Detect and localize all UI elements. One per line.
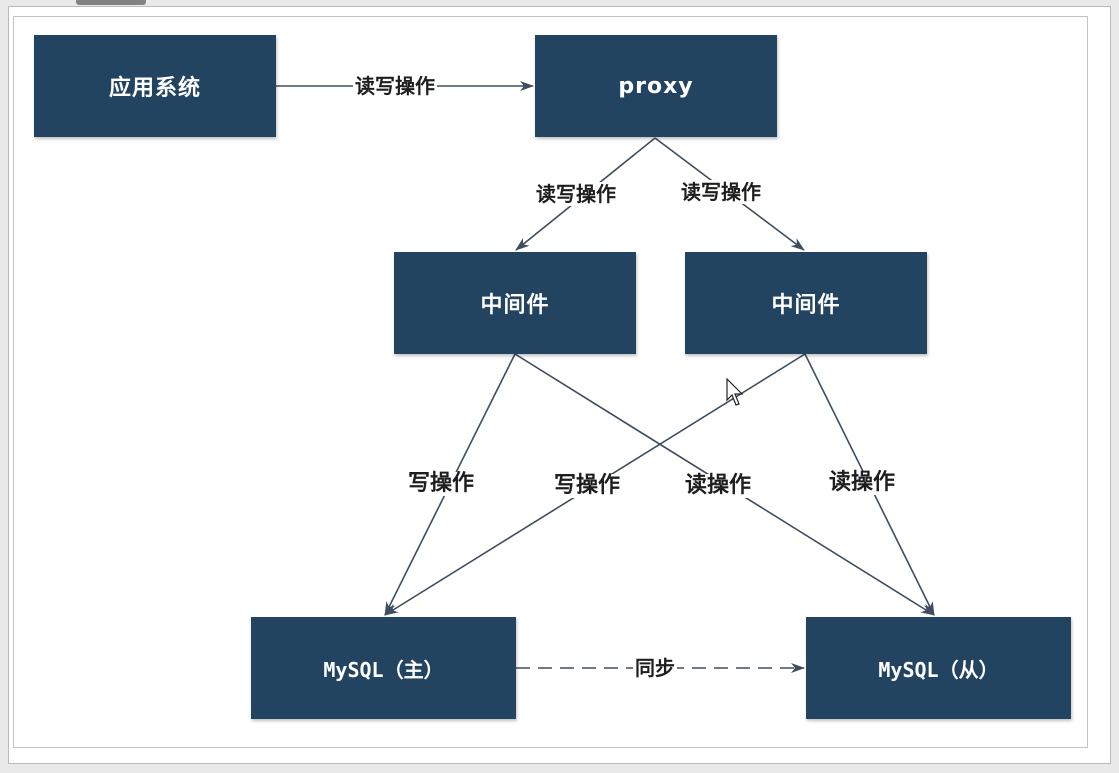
mouse-pointer-icon	[726, 378, 744, 406]
label-app-to-proxy: 读写操作	[353, 74, 437, 98]
node-mysql-slave: MySQL（从）	[806, 617, 1071, 719]
label-mw-right-read: 读操作	[827, 470, 898, 495]
diagram-canvas	[13, 16, 1088, 748]
label-sync: 同步	[633, 656, 677, 680]
title-fragment	[76, 0, 146, 5]
node-app: 应用系统	[34, 35, 276, 137]
label-proxy-to-mw-right: 读写操作	[679, 180, 763, 204]
node-mysql-master: MySQL（主）	[251, 617, 516, 719]
label-mw-right-write: 写操作	[552, 473, 623, 498]
node-middleware-right: 中间件	[685, 252, 927, 354]
label-mw-left-write: 写操作	[406, 471, 477, 496]
label-mw-left-read: 读操作	[683, 473, 754, 498]
node-middleware-left: 中间件	[394, 252, 636, 354]
node-proxy: proxy	[535, 35, 777, 137]
label-proxy-to-mw-left: 读写操作	[534, 182, 618, 206]
